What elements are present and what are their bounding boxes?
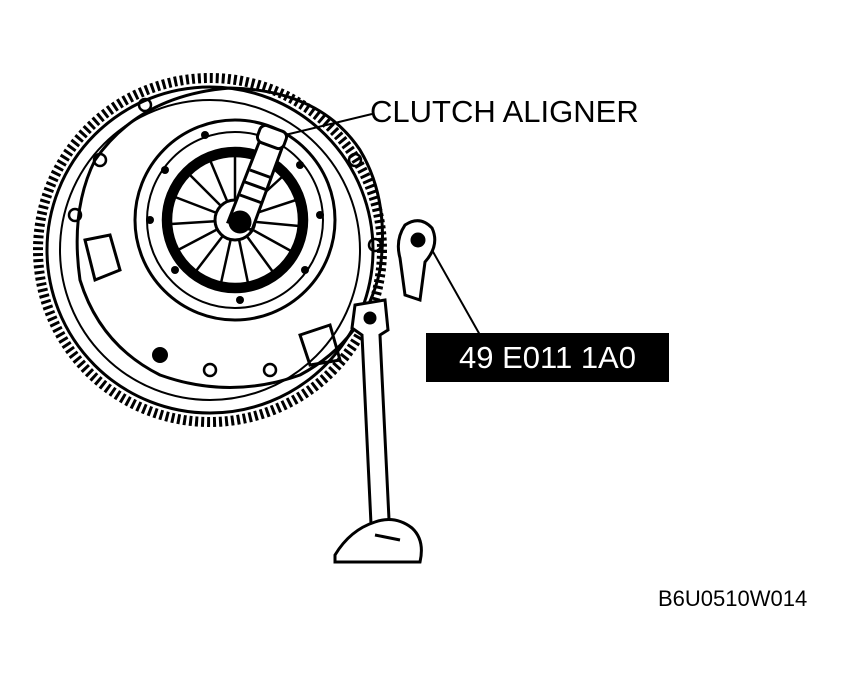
tool-number-label: 49 E011 1A0 xyxy=(426,333,669,382)
leader-line-aligner xyxy=(284,113,373,136)
clutch-aligner-label: CLUTCH ALIGNER xyxy=(370,94,639,129)
hand-icon xyxy=(333,518,423,564)
clutch-aligner-icon xyxy=(226,123,289,234)
leader-line-tool xyxy=(431,249,481,336)
figure-code: B6U0510W014 xyxy=(658,586,808,611)
flywheel-lock-icon xyxy=(350,219,437,547)
